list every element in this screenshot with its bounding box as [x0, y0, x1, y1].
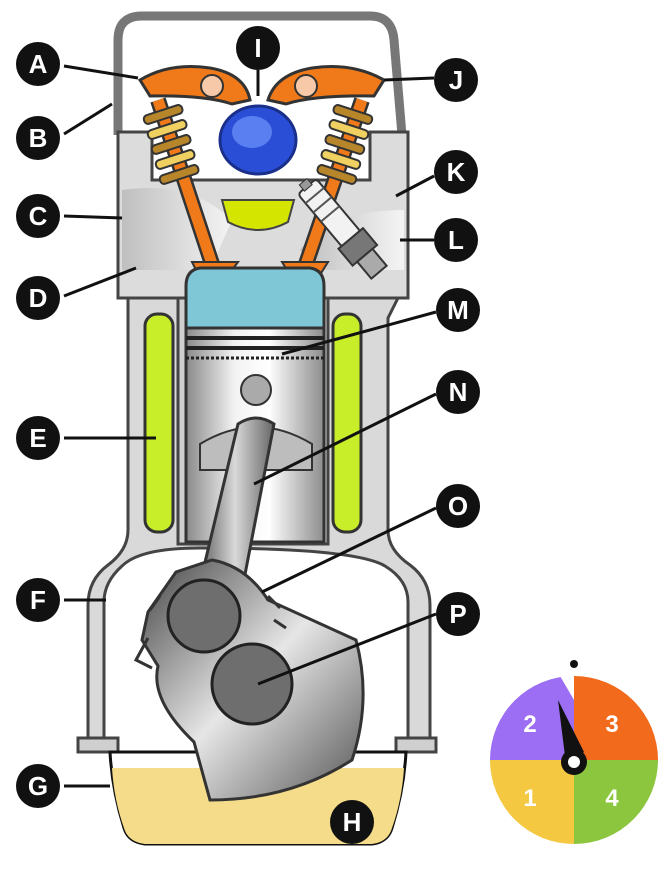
- coolant-jacket-right: [331, 312, 363, 534]
- dial-label-3: 3: [605, 711, 618, 738]
- leader-lines: [63, 64, 437, 788]
- label-G: G: [16, 764, 60, 808]
- svg-text:G: G: [28, 771, 48, 801]
- label-F: F: [16, 578, 60, 622]
- valve-cover: [113, 11, 407, 136]
- svg-text:O: O: [448, 491, 468, 521]
- svg-text:J: J: [449, 65, 463, 95]
- connecting-rod: [193, 416, 276, 602]
- label-L: L: [434, 218, 478, 262]
- dial-needle: [558, 700, 584, 764]
- label-C: C: [16, 194, 60, 238]
- spark-plug: [298, 177, 389, 281]
- svg-text:D: D: [29, 283, 48, 313]
- label-O: O: [436, 484, 480, 528]
- svg-text:P: P: [449, 599, 466, 629]
- rocker-arms: [137, 65, 387, 106]
- camshaft: [218, 104, 298, 176]
- svg-text:I: I: [254, 33, 261, 63]
- label-J: J: [434, 58, 478, 102]
- combustion-chamber: [220, 199, 296, 231]
- svg-text:M: M: [447, 295, 469, 325]
- label-H: H: [330, 800, 374, 844]
- label-P: P: [436, 592, 480, 636]
- dial-label-4: 4: [605, 785, 619, 812]
- svg-text:A: A: [29, 49, 48, 79]
- wrist-pin: [240, 374, 272, 406]
- label-N: N: [436, 370, 480, 414]
- dial-segment-4: [574, 760, 658, 844]
- label-B: B: [16, 116, 60, 160]
- dial-label-1: 1: [523, 785, 536, 812]
- svg-text:F: F: [30, 585, 46, 615]
- stroke-dial: 2 3 1 4: [490, 660, 658, 844]
- dial-segment-3: [574, 676, 658, 760]
- main-journal: [210, 642, 294, 726]
- dial-label-2: 2: [523, 711, 536, 738]
- label-A: A: [16, 42, 60, 86]
- coolant-jacket-left: [143, 312, 175, 534]
- svg-text:H: H: [343, 807, 362, 837]
- svg-text:K: K: [447, 157, 466, 187]
- svg-text:N: N: [449, 377, 468, 407]
- label-M: M: [436, 288, 480, 332]
- label-D: D: [16, 276, 60, 320]
- dial-segment-2: [490, 676, 574, 760]
- label-K: K: [434, 150, 478, 194]
- dial-top-marker: [570, 660, 578, 668]
- svg-text:B: B: [29, 123, 48, 153]
- svg-text:E: E: [29, 423, 46, 453]
- crankshaft: [133, 558, 365, 802]
- valve-springs: [142, 104, 374, 185]
- label-I: I: [236, 26, 280, 70]
- svg-text:C: C: [29, 201, 48, 231]
- svg-text:L: L: [448, 225, 464, 255]
- label-E: E: [16, 416, 60, 460]
- dial-segment-1: [490, 760, 574, 844]
- crank-pin: [166, 578, 242, 654]
